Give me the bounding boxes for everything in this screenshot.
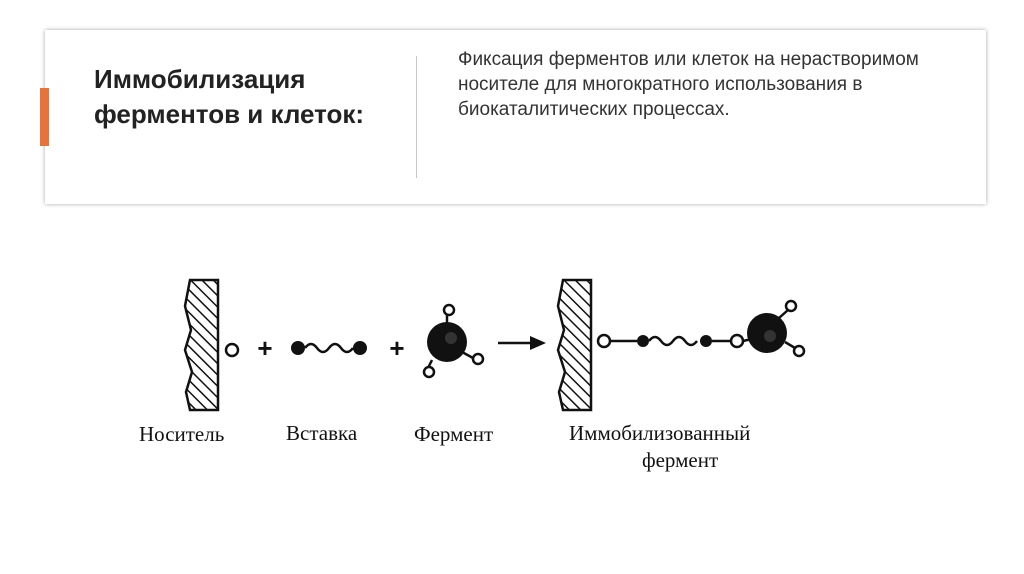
reaction-arrow-icon <box>498 336 546 350</box>
carrier-site-icon <box>224 342 240 358</box>
label-immobilized-line2: фермент <box>642 448 719 472</box>
label-enzyme: Фермент <box>414 422 494 446</box>
slide-title: Иммобилизация ферментов и клеток: <box>94 64 365 129</box>
label-immobilized-line1: Иммобилизованный <box>569 421 751 445</box>
plus-sign-1: + <box>257 333 272 363</box>
plus-sign-2: + <box>389 333 404 363</box>
definition-text: Фиксация ферментов или клеток на нераств… <box>458 49 919 120</box>
carrier-wall-icon <box>183 278 220 412</box>
enzyme-icon <box>422 303 485 379</box>
label-carrier: Носитель <box>139 422 225 446</box>
spacer-icon <box>291 341 367 355</box>
card-divider <box>416 56 417 178</box>
definition-card <box>45 30 986 204</box>
label-spacer: Вставка <box>286 421 358 445</box>
immobilized-carrier-icon <box>556 278 593 412</box>
accent-bar <box>40 88 49 146</box>
immobilized-enzyme-icon <box>596 299 806 358</box>
